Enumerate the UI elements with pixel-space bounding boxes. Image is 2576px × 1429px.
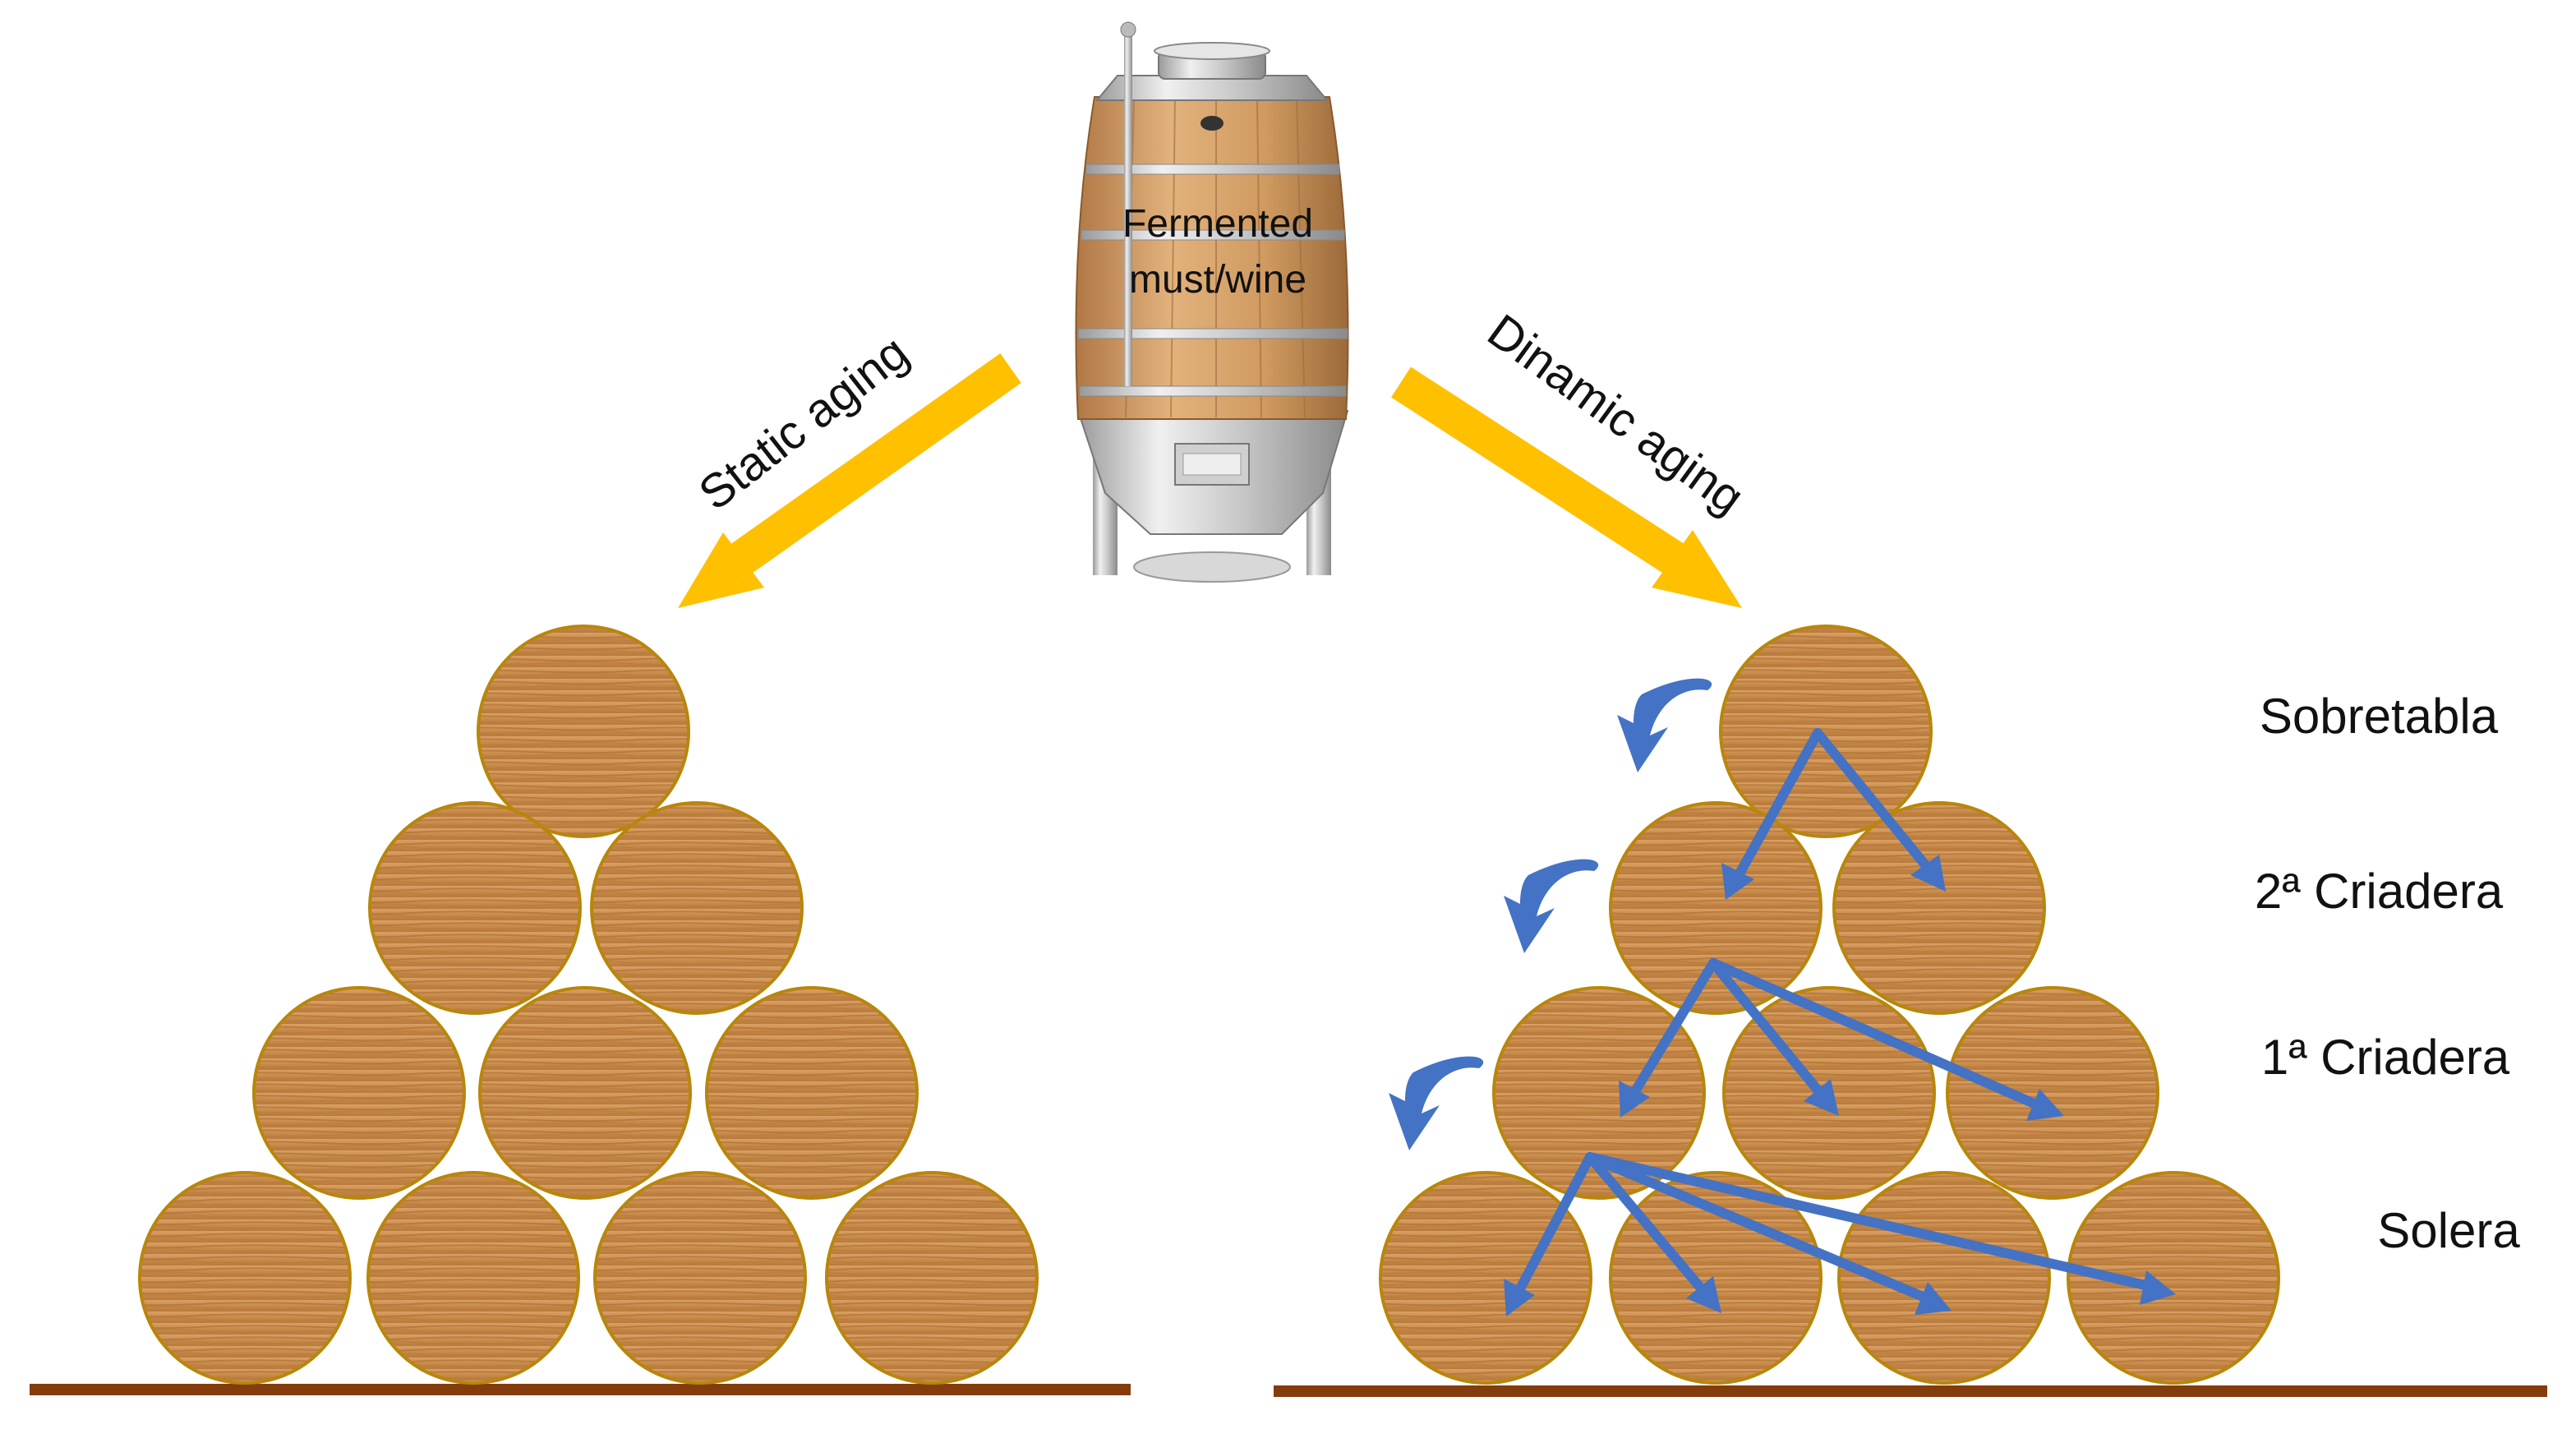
vat-label-line1: Fermented xyxy=(1122,202,1313,246)
level-label-criadera-1: 1ª Criadera xyxy=(2261,1030,2510,1085)
ground-line-right xyxy=(1274,1385,2547,1397)
barrel xyxy=(366,1171,580,1385)
ground-line-left xyxy=(30,1384,1131,1395)
transfer-arrows xyxy=(1504,728,2176,1316)
barrel xyxy=(1609,1171,1823,1385)
barrel xyxy=(2067,1171,2280,1385)
barrel xyxy=(825,1171,1039,1385)
barrel xyxy=(1832,801,2046,1015)
static-aging-label: Static aging xyxy=(689,325,919,521)
curved-arrows xyxy=(1389,678,1712,1150)
dynamic-aging-label: Dinamic aging xyxy=(1478,304,1754,525)
barrel xyxy=(1719,625,1933,838)
barrel xyxy=(1379,1171,1592,1385)
barrel xyxy=(1609,801,1823,1015)
barrel xyxy=(477,625,690,838)
barrel xyxy=(1492,986,1706,1200)
fermentation-vat xyxy=(1075,21,1349,583)
barrel xyxy=(1946,986,2159,1200)
level-label-solera: Solera xyxy=(2377,1203,2520,1258)
barrel xyxy=(252,986,466,1200)
static-barrel-pyramid xyxy=(138,625,1039,1385)
barrel xyxy=(590,801,804,1015)
barrel xyxy=(478,986,692,1200)
level-label-sobretabla: Sobretabla xyxy=(2260,689,2499,744)
barrel xyxy=(705,986,919,1200)
barrel xyxy=(368,801,582,1015)
barrel xyxy=(138,1171,352,1385)
level-label-criadera-2: 2ª Criadera xyxy=(2255,864,2504,919)
barrel xyxy=(593,1171,807,1385)
dynamic-aging-arrow xyxy=(1391,366,1742,608)
vat-label-line2: must/wine xyxy=(1129,258,1306,302)
static-aging-arrow xyxy=(678,353,1021,608)
dynamic-barrel-pyramid xyxy=(1379,625,2280,1385)
